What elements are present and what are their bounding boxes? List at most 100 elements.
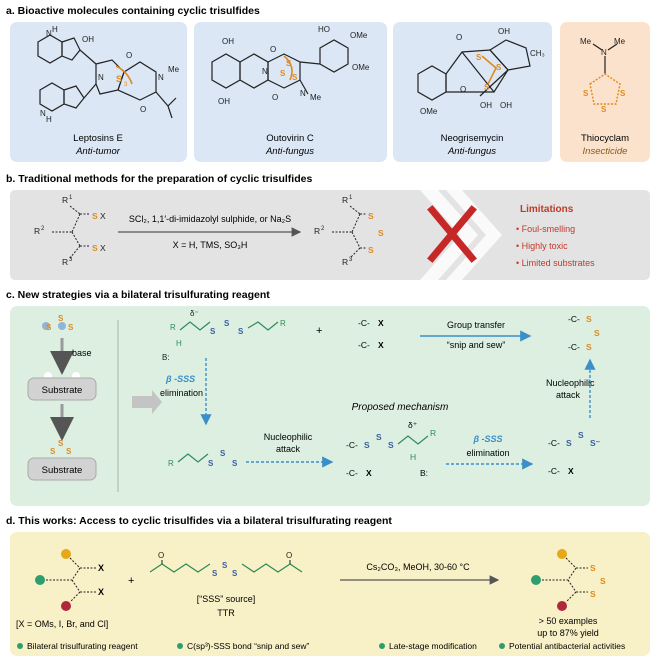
product-d: S S S	[531, 549, 606, 611]
svg-text:S: S	[92, 211, 98, 221]
leptosins-activity: Anti-tumor	[75, 146, 121, 157]
svg-text:S: S	[586, 314, 592, 324]
elimination-1: elimination	[160, 388, 203, 398]
svg-text:-C-: -C-	[346, 468, 358, 478]
section-c-heading: c. New strategies via a bilateral trisul…	[6, 289, 270, 301]
svg-text:-C-: -C-	[568, 342, 580, 352]
svg-text:OMe: OMe	[350, 31, 368, 40]
svg-text:OMe: OMe	[420, 107, 438, 116]
limitations-title: Limitations	[520, 204, 574, 215]
svg-text:S: S	[476, 53, 482, 62]
svg-text:HO: HO	[318, 25, 330, 34]
svg-text:O: O	[460, 85, 466, 94]
panel-new-strategies	[10, 306, 650, 506]
svg-text:2: 2	[41, 226, 45, 232]
svg-text:S: S	[50, 447, 56, 456]
svg-text:S: S	[484, 83, 490, 92]
svg-text:2: 2	[321, 226, 325, 232]
svg-text:H: H	[176, 339, 182, 348]
svg-text:S: S	[378, 228, 384, 238]
beta-sss-1: β -SSS	[165, 374, 195, 384]
svg-text:S: S	[66, 447, 72, 456]
ttr-structure: O S S S O	[149, 551, 303, 578]
svg-text:3: 3	[349, 257, 353, 263]
svg-text:S: S	[68, 323, 74, 332]
svg-text:X: X	[98, 563, 104, 573]
beta-sss-2: β -SSS	[472, 434, 502, 444]
svg-text:H: H	[46, 115, 52, 124]
svg-text:S: S	[292, 73, 298, 82]
limitation-3: • Limited substrates	[516, 258, 595, 268]
group-transfer-label: Group transfer	[447, 320, 505, 330]
conditions-d: Cs₂CO₃, MeOH, 30-60 °C	[366, 562, 470, 572]
svg-text:S: S	[594, 328, 600, 338]
svg-text:-C-: -C-	[358, 318, 370, 328]
svg-text:Me: Me	[614, 37, 626, 46]
svg-text:S: S	[222, 561, 228, 570]
svg-text:S: S	[232, 569, 238, 578]
svg-text:R: R	[170, 323, 176, 332]
svg-text:X: X	[100, 243, 106, 253]
svg-text:Me: Me	[580, 37, 592, 46]
svg-text:S⁻: S⁻	[590, 438, 601, 448]
thiocyclam-activity: Insecticide	[583, 146, 628, 157]
svg-text:-C-: -C-	[358, 340, 370, 350]
section-d-heading: d. This works: Access to cyclic trisulfi…	[6, 515, 392, 527]
substrate-box-2	[27, 457, 97, 481]
svg-text:S: S	[566, 438, 572, 448]
substrate-label-2: Substrate	[42, 465, 83, 476]
neogrisemycin-structure	[417, 39, 531, 101]
feature-list: Bilateral trisulfurating reagent C(sp³)-…	[17, 641, 625, 651]
feature-3: Late-stage modification	[389, 641, 477, 651]
outovirin-name: Outovirin C	[266, 133, 314, 144]
svg-text:X: X	[568, 466, 574, 476]
svg-text:B:: B:	[162, 353, 170, 362]
section-b-heading: b. Traditional methods for the preparati…	[6, 173, 312, 185]
svg-text:H: H	[410, 452, 416, 462]
svg-text:-C-: -C-	[548, 466, 560, 476]
svg-text:S: S	[368, 245, 374, 255]
svg-text:O: O	[272, 93, 278, 102]
leptosins-atom-labels: HN OH O NMe N O HN	[40, 25, 180, 124]
svg-text:S: S	[116, 74, 122, 84]
svg-text:S: S	[586, 342, 592, 352]
svg-text:R: R	[314, 226, 320, 236]
substrate-b-chain	[52, 205, 90, 259]
outovirin-sulfur: S S S	[280, 55, 298, 82]
svg-text:1: 1	[349, 195, 353, 201]
svg-text:OH: OH	[480, 101, 492, 110]
panel-this-work	[10, 532, 650, 656]
ttr-label: TTR	[217, 608, 235, 618]
svg-text:OH: OH	[82, 35, 94, 44]
leptosins-sulfur: S 3	[115, 65, 133, 88]
svg-text:δ⁺: δ⁺	[408, 420, 418, 430]
svg-text:CH₃: CH₃	[530, 49, 545, 58]
svg-text:S: S	[280, 69, 286, 78]
substrate-label-1: Substrate	[42, 385, 83, 396]
svg-text:N: N	[300, 89, 306, 98]
thiocyclam-name: Thiocyclam	[581, 133, 629, 144]
svg-text:S: S	[58, 314, 64, 323]
svg-text:δ⁻: δ⁻	[190, 309, 199, 318]
feature-4: Potential antibacterial activities	[509, 641, 625, 651]
svg-text:-C-: -C-	[568, 314, 580, 324]
neogrisemycin-name: Neogrisemycin	[441, 133, 504, 144]
substrate-d: X X	[35, 549, 104, 611]
svg-text:OH: OH	[498, 27, 510, 36]
svg-text:N: N	[40, 109, 46, 118]
svg-text:3: 3	[124, 82, 128, 88]
svg-text:S: S	[210, 327, 216, 336]
intermediate-3: -C- S S S⁻ -C-X	[548, 430, 601, 476]
svg-text:S: S	[601, 105, 607, 114]
arrow-to-mechanism	[132, 390, 162, 414]
svg-text:X: X	[98, 587, 104, 597]
svg-text:-C-: -C-	[346, 440, 358, 450]
svg-text:S: S	[92, 243, 98, 253]
svg-text:S: S	[58, 439, 64, 448]
section-a-heading: a. Bioactive molecules containing cyclic…	[6, 5, 260, 17]
svg-text:S: S	[496, 63, 502, 72]
examples-label: > 50 examples	[539, 616, 598, 626]
svg-text:H: H	[52, 25, 58, 34]
feature-1: Bilateral trisulfurating reagent	[27, 641, 138, 651]
svg-text:-C-: -C-	[548, 438, 560, 448]
